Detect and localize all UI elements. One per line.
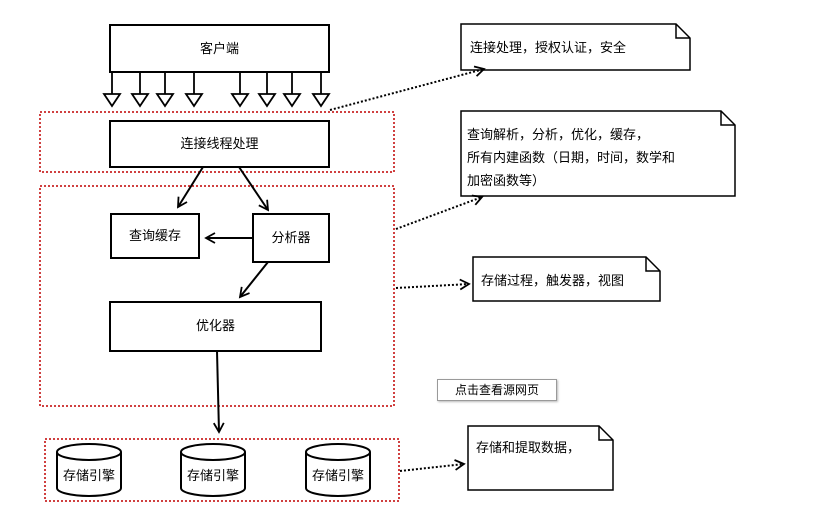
connector-storage bbox=[399, 459, 466, 472]
note-procedures-text: 存储过程，触发器，视图 bbox=[481, 273, 624, 289]
note-connection: 连接处理，授权认证，安全 bbox=[460, 23, 691, 71]
note-procedures: 存储过程，触发器，视图 bbox=[472, 256, 661, 302]
note-parsing: 查询解析，分析，优化，缓存， 所有内建函数（日期，时间，数学和 加密函数等） bbox=[460, 110, 736, 197]
connection-handler-label: 连接线程处理 bbox=[180, 136, 258, 152]
note-parsing-line-3: 加密函数等） bbox=[467, 173, 545, 189]
client-label: 客户端 bbox=[200, 41, 239, 57]
storage-engine-label-2: 存储引擎 bbox=[187, 469, 239, 484]
connection-group bbox=[39, 111, 395, 173]
storage-engine-group bbox=[44, 438, 400, 502]
arrow-optimizer-to-engines bbox=[213, 350, 225, 434]
core-services-group bbox=[39, 185, 395, 407]
client-arrows bbox=[102, 72, 331, 108]
storage-engine-label-1: 存储引擎 bbox=[63, 469, 115, 484]
storage-engine-label-3: 存储引擎 bbox=[312, 469, 364, 484]
note-storage: 存储和提取数据， bbox=[467, 425, 614, 491]
storage-engine-2: 存储引擎 bbox=[180, 443, 246, 497]
note-parsing-line-2: 所有内建函数（日期，时间，数学和 bbox=[467, 150, 675, 166]
arrow-connection-to-parser bbox=[238, 166, 270, 212]
connector-connection bbox=[329, 65, 486, 111]
parser-label: 分析器 bbox=[271, 231, 310, 246]
optimizer-box: 优化器 bbox=[109, 301, 322, 352]
query-cache-label: 查询缓存 bbox=[129, 229, 181, 244]
note-connectors bbox=[329, 65, 486, 472]
storage-engine-1: 存储引擎 bbox=[56, 443, 122, 497]
client-box: 客户端 bbox=[109, 24, 330, 73]
optimizer-label: 优化器 bbox=[196, 319, 235, 334]
arrow-connection-to-cache bbox=[177, 166, 204, 209]
connection-handler-box: 连接线程处理 bbox=[109, 120, 330, 168]
view-source-popup[interactable]: 点击查看源网页 bbox=[437, 379, 557, 401]
note-storage-text: 存储和提取数据， bbox=[476, 440, 580, 456]
note-connection-text: 连接处理，授权认证，安全 bbox=[470, 40, 626, 56]
arrow-parser-to-optimizer bbox=[238, 261, 269, 299]
connector-parsing bbox=[395, 194, 484, 230]
storage-engine-3: 存储引擎 bbox=[305, 443, 371, 497]
query-cache-box: 查询缓存 bbox=[110, 213, 200, 259]
connector-procedures bbox=[395, 278, 471, 291]
flow-arrows bbox=[177, 166, 270, 434]
note-parsing-line-1: 查询解析，分析，优化，缓存， bbox=[467, 128, 649, 143]
parser-box: 分析器 bbox=[252, 213, 330, 263]
